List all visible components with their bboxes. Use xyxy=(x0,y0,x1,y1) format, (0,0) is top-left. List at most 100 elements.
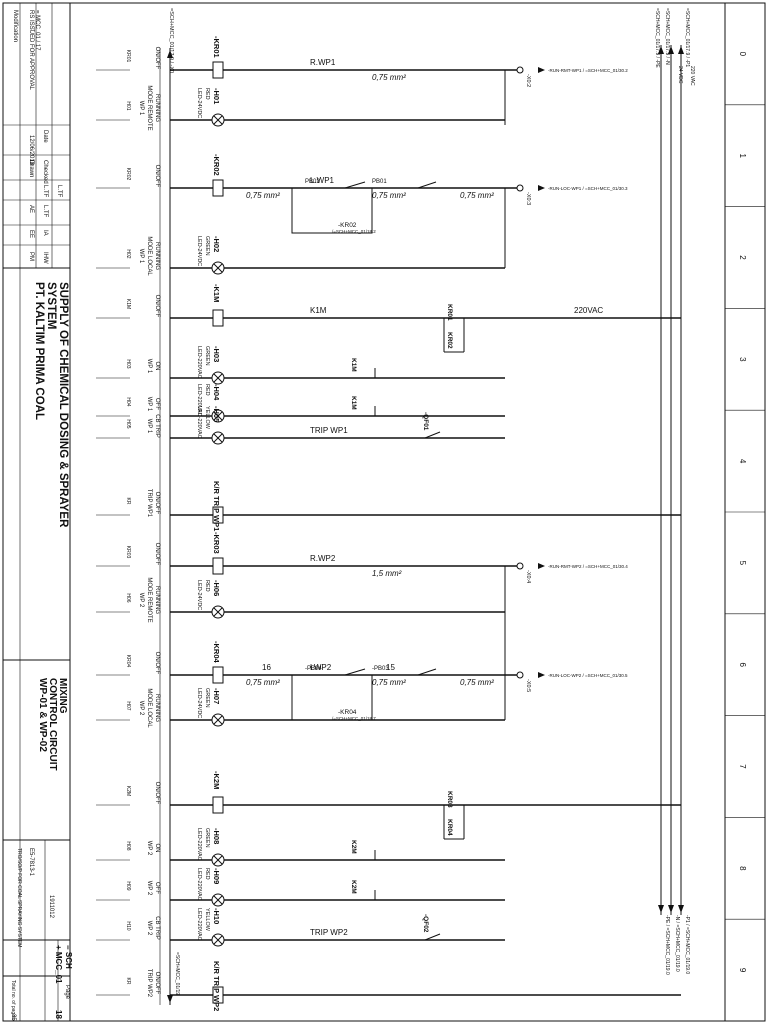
rung-device-ref-group: H06 xyxy=(125,593,131,602)
coil-label: K/R TRIP WP1 xyxy=(212,481,221,531)
rung-function-group: OFF xyxy=(154,882,160,894)
supply-24vdc: 24 VDC xyxy=(677,66,683,84)
hold-label: -KR04 xyxy=(338,709,357,716)
pushbutton-contact xyxy=(417,668,437,676)
rung-device-ref: H07 xyxy=(125,701,131,710)
coil-label-group: K/R TRIP WP1 xyxy=(212,481,221,531)
contact-label-group: K1M xyxy=(350,396,357,410)
lamp-cross xyxy=(213,895,223,905)
lamp-cross xyxy=(213,433,223,443)
contact-label: K1M xyxy=(350,396,357,410)
total-pages-label: Total no. of pages xyxy=(10,980,16,1020)
lamp-cross xyxy=(213,263,223,273)
coil-symbol xyxy=(212,796,224,814)
wire-label: R.WP2 xyxy=(310,554,336,563)
terminal-label-group: -X0:5 xyxy=(525,679,531,692)
coil-symbol xyxy=(212,179,224,197)
contact-label: K2M xyxy=(350,840,357,854)
rung-function-group: ON/OFF xyxy=(154,295,160,318)
rung-function-3-group: WP 2 xyxy=(138,701,144,716)
lamp-type-group: LED-24VDC xyxy=(196,88,202,118)
lamp-label-group: -H10 xyxy=(212,908,221,924)
ltr-2: L.TF xyxy=(56,185,62,198)
contact-label-group: KR04 xyxy=(446,819,453,836)
rung-device-ref: KR02 xyxy=(125,168,131,181)
rung-device-ref: H01 xyxy=(125,101,131,110)
lamp-label: -H05 xyxy=(212,406,221,422)
wire-number: 16 xyxy=(262,663,271,672)
rung-function-group: ON/OFF xyxy=(154,492,160,515)
lamp-type: LED-220VAC xyxy=(196,908,202,941)
contact-label-group: K2M xyxy=(350,880,357,894)
rung-device-ref-group: K1M xyxy=(125,299,131,309)
rung-device-ref-group: KR01 xyxy=(125,50,131,63)
lamp-color-group: RED xyxy=(204,384,210,396)
rung-function: RUNNING xyxy=(154,242,160,270)
rung-function-group: ON/OFF xyxy=(154,165,160,188)
contact-label-group: K1M xyxy=(350,358,357,372)
rung-function: ON/OFF xyxy=(154,782,160,805)
lamp-cross xyxy=(213,115,223,125)
supply-bottom-3: -PE / =SCH+MCC_01/19.0 xyxy=(664,915,670,975)
supply-top-left: =SCH+MCC_01/17.9 / -X0 xyxy=(168,8,174,73)
lamp-label-group: -H08 xyxy=(212,828,221,844)
coil-label: -KR02 xyxy=(212,154,221,176)
contact-label: K1M xyxy=(350,358,357,372)
lamp-cross xyxy=(213,373,223,383)
rung-function-3: WP 2 xyxy=(138,593,144,608)
mcc-label: + MCC_01 xyxy=(54,945,63,984)
wire-label: TRIP WP2 xyxy=(310,928,348,937)
coil-label-group: -K2M xyxy=(212,771,221,789)
grid-number-group: 1 xyxy=(738,153,747,158)
lamp-type-group: LED-220VAC xyxy=(196,828,202,861)
grid-number-group: 9 xyxy=(738,968,747,973)
grid-number: 7 xyxy=(738,764,747,769)
pushbutton-contact xyxy=(344,668,366,676)
sheet-title-1: MIXING xyxy=(57,678,68,714)
supply-220vac: 220 VAC xyxy=(689,66,695,86)
lamp-type-group: LED-220VAC xyxy=(196,406,202,439)
ltr-1: L.TF xyxy=(42,185,48,198)
grid-number: 0 xyxy=(738,52,747,57)
rung-device-ref: K2M xyxy=(125,786,131,796)
rung-device-ref: KR03 xyxy=(125,546,131,559)
rung-function: ON xyxy=(154,844,160,853)
grid-number-group: 5 xyxy=(738,561,747,566)
ee-label: EE xyxy=(28,230,34,238)
rung-function-group: CB TRIP xyxy=(154,916,160,940)
rung-function-group: RUNNING xyxy=(154,586,160,614)
rung-function: ON/OFF xyxy=(154,165,160,188)
rung-function-group: ON/OFF xyxy=(154,543,160,566)
ia-label: IA xyxy=(42,230,48,236)
rung-function-2: WP 1 xyxy=(146,419,152,434)
rung-device-ref: H05 xyxy=(125,419,131,428)
coil-symbol xyxy=(212,986,224,1004)
rung-function: ON xyxy=(154,362,160,371)
terminal-label: -X0:5 xyxy=(525,679,531,692)
hold-ref: /=SCH+MCC_01/18.7 xyxy=(332,716,376,721)
xref-arrow xyxy=(538,67,545,73)
rung-function-group: ON/OFF xyxy=(154,652,160,675)
coil-label: -K1M xyxy=(212,284,221,302)
lamp-color-group: GREEN xyxy=(204,236,210,256)
lamp-label-group: -H02 xyxy=(212,236,221,252)
lamp-type: LED-24VDC xyxy=(196,236,202,266)
lamp-label: -H06 xyxy=(212,580,221,596)
rung-function-2: WP 1 xyxy=(146,359,152,374)
rung-function-2: WP 2 xyxy=(146,881,152,896)
wire-label: LWP2 xyxy=(310,663,332,672)
wire-label: TRIP WP1 xyxy=(310,426,348,435)
rung-device-ref-group: K2M xyxy=(125,786,131,796)
lamp-label-group: -H07 xyxy=(212,688,221,704)
pushbutton-contact xyxy=(344,181,366,189)
coil-label-group: K/R TRIP WP2 xyxy=(212,961,221,1011)
contact-label-group: KR03 xyxy=(446,791,453,808)
grid-number: 9 xyxy=(738,968,747,973)
rung-function-2-group: TRIP WP1 xyxy=(146,489,152,518)
pushbutton-contact xyxy=(417,181,437,189)
title-block: Modification RS ISSUED FOR APPROVAL 12/0… xyxy=(3,3,73,1021)
terminal-label: -X0:2 xyxy=(525,74,531,87)
grid-number-group: 0 xyxy=(738,52,747,57)
